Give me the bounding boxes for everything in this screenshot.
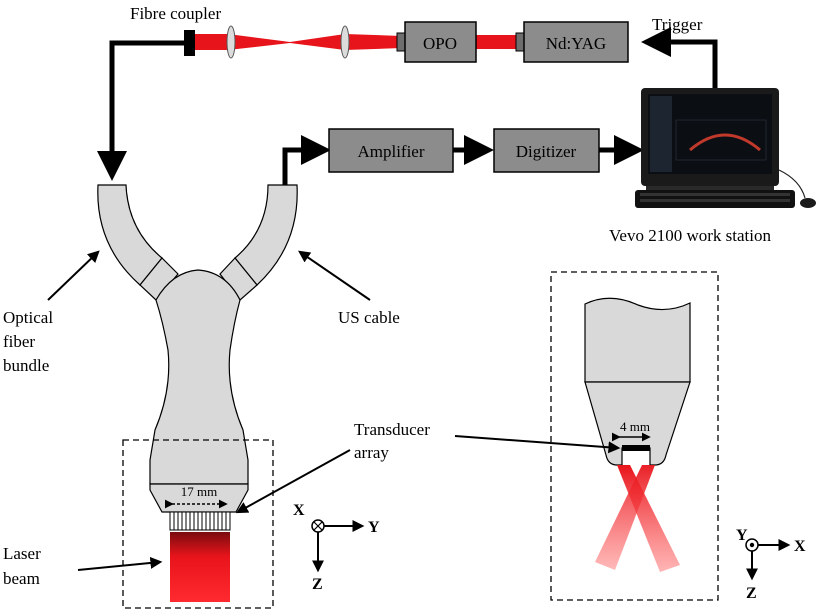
fiber-line — [97, 40, 184, 181]
label-trigger: Trigger — [652, 15, 703, 34]
ndyag-label: Nd:YAG — [546, 34, 606, 53]
ultrasound-probe — [97, 184, 298, 602]
laser-beam-left — [170, 532, 230, 602]
fibre-coupler — [184, 30, 195, 56]
label-optical-fiber-3: bundle — [3, 356, 49, 375]
label-width-right: 4 mm — [620, 419, 650, 434]
label-transducer-1: Transducer — [354, 420, 430, 439]
axis-left-x: X — [293, 502, 305, 519]
trigger-arrow — [641, 27, 718, 95]
digitizer-label: Digitizer — [516, 142, 577, 161]
label-optical-fiber-1: Optical — [3, 308, 53, 327]
label-workstation: Vevo 2100 work station — [609, 226, 771, 245]
label-width-left: 17 mm — [181, 484, 217, 499]
label-optical-fiber-2: fiber — [3, 332, 35, 351]
transducer-array-right — [622, 445, 650, 451]
axes-left — [311, 519, 365, 573]
opo-box — [404, 21, 477, 63]
label-fibre-coupler: Fibre coupler — [130, 4, 221, 23]
laser-beam-segment — [195, 34, 290, 50]
axis-right-y: Y — [736, 527, 748, 544]
transducer-array-left — [169, 511, 231, 531]
axis-left-y: Y — [368, 519, 380, 536]
opo-label: OPO — [423, 34, 457, 53]
label-laser-1: Laser — [3, 544, 41, 563]
pointer-optical-fiber — [47, 250, 100, 301]
label-transducer-2: array — [354, 443, 389, 462]
axis-left-z: Z — [312, 576, 323, 593]
digitizer-box — [493, 128, 600, 173]
axis-right-x: X — [794, 538, 806, 555]
pointer-transducer-left — [235, 449, 351, 514]
inset-box-left — [122, 439, 274, 609]
ndyag-box — [523, 21, 629, 63]
laser-path — [184, 21, 629, 63]
amplifier-box — [328, 128, 454, 173]
label-us-cable: US cable — [338, 308, 400, 327]
pointer-laser-beam — [77, 556, 163, 571]
axes-right — [745, 538, 791, 581]
lens-icon — [340, 25, 350, 59]
amplifier-label: Amplifier — [357, 142, 424, 161]
probe-side-view — [584, 297, 691, 572]
workstation-computer-icon — [635, 88, 816, 208]
pointer-us-cable — [298, 250, 371, 301]
lens-icon — [226, 25, 236, 59]
laser-beam-segment — [476, 35, 516, 49]
laser-beam-right-2 — [595, 465, 655, 570]
pointer-transducer-right — [454, 435, 621, 454]
label-laser-2: beam — [3, 569, 40, 588]
axis-right-z: Z — [746, 585, 757, 602]
us-cable-line — [282, 135, 331, 185]
inset-box-right — [550, 271, 719, 601]
